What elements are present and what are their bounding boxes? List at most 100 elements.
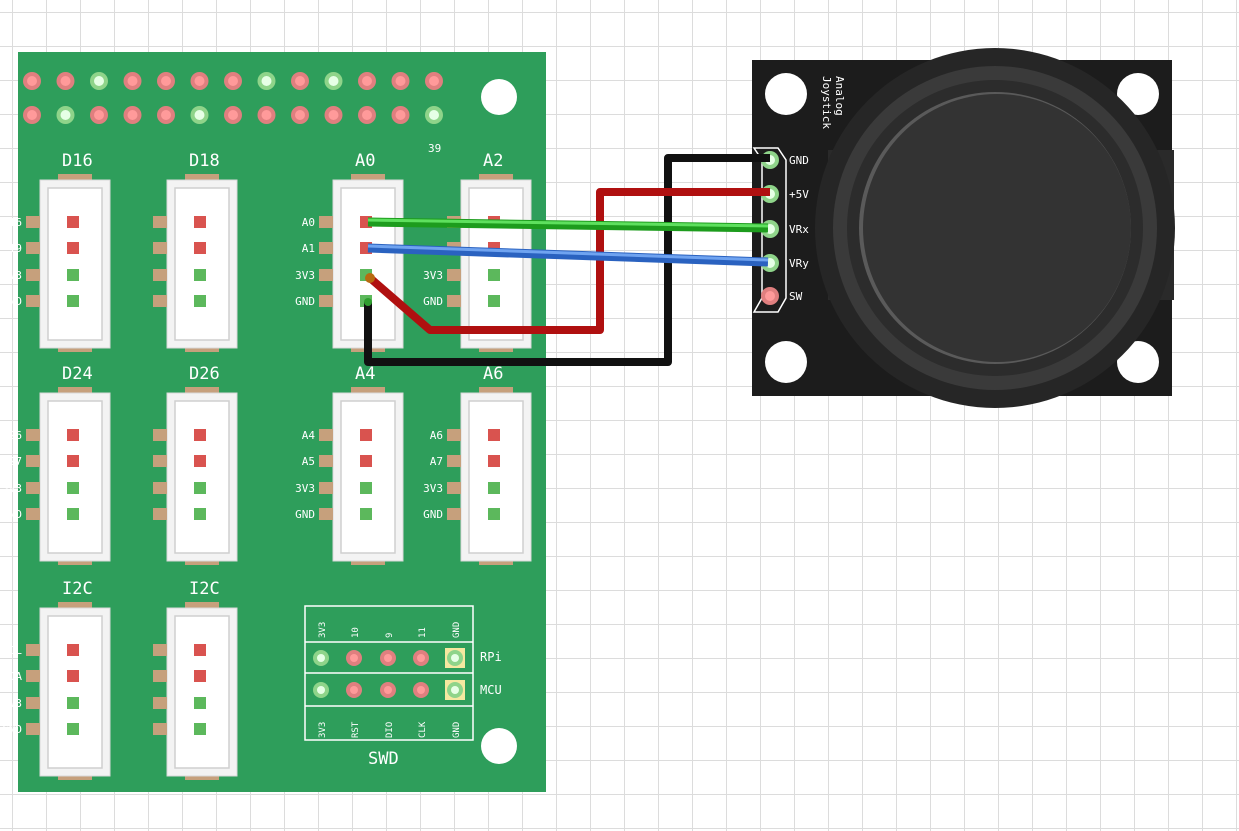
connector-pin-label: A0 bbox=[302, 216, 315, 229]
wire-vry[interactable] bbox=[367, 243, 769, 267]
connector-pin[interactable] bbox=[67, 216, 79, 228]
connector-pin[interactable] bbox=[194, 295, 206, 307]
connector-lead bbox=[26, 482, 40, 494]
connector-lead bbox=[319, 482, 333, 494]
connector-pin[interactable] bbox=[488, 295, 500, 307]
connector-pin[interactable] bbox=[67, 429, 79, 441]
connector-pin[interactable] bbox=[67, 482, 79, 494]
swd-row-label-mcu: MCU bbox=[480, 683, 502, 697]
wires bbox=[364, 154, 770, 366]
connector-pin[interactable] bbox=[360, 429, 372, 441]
connector-pin[interactable] bbox=[194, 429, 206, 441]
header-pin-center bbox=[60, 76, 71, 86]
connector-latch bbox=[185, 602, 219, 610]
connector-lead bbox=[153, 670, 167, 682]
wire-vrx-highlight bbox=[367, 218, 769, 228]
swd-pin-center bbox=[384, 654, 392, 662]
wire-5v[interactable] bbox=[367, 188, 770, 334]
connector-pin[interactable] bbox=[67, 242, 79, 254]
connector-title: D24 bbox=[62, 364, 93, 384]
connector-latch bbox=[58, 602, 92, 610]
connector-pin[interactable] bbox=[194, 455, 206, 467]
connector-lead bbox=[447, 295, 461, 307]
connector-pin[interactable] bbox=[360, 508, 372, 520]
connector-pin[interactable] bbox=[194, 723, 206, 735]
connector-pin-label: 3V3 bbox=[423, 482, 443, 495]
connector-i2c[interactable]: I2C bbox=[153, 579, 238, 780]
connector-d18[interactable]: D18 bbox=[153, 151, 238, 352]
connector-lead bbox=[26, 670, 40, 682]
header-pin-center bbox=[228, 76, 238, 86]
wire-vrx[interactable] bbox=[367, 217, 769, 233]
connector-pin[interactable] bbox=[194, 508, 206, 520]
connector-pin[interactable] bbox=[67, 295, 79, 307]
connector-lead bbox=[447, 455, 461, 467]
connector-pin[interactable] bbox=[488, 508, 500, 520]
connector-lead bbox=[153, 508, 167, 520]
connector-pin[interactable] bbox=[67, 455, 79, 467]
swd-title: SWD bbox=[368, 749, 399, 769]
connector-pin[interactable] bbox=[488, 455, 500, 467]
connector-pin[interactable] bbox=[67, 508, 79, 520]
wire-gnd[interactable] bbox=[364, 154, 770, 366]
swd-bottom-label: 3V3 bbox=[318, 722, 328, 738]
connector-pin[interactable] bbox=[194, 242, 206, 254]
connector-inner bbox=[174, 400, 230, 554]
connector-pin-label: 19 bbox=[9, 242, 22, 255]
connector-pin[interactable] bbox=[194, 697, 206, 709]
connector-inner bbox=[468, 187, 524, 341]
connector-pin[interactable] bbox=[360, 482, 372, 494]
joystick-pin-label: GND bbox=[789, 154, 809, 167]
swd-pin-center bbox=[451, 686, 459, 694]
connector-d26[interactable]: D26 bbox=[153, 364, 238, 565]
header-pin-center bbox=[228, 110, 238, 120]
connector-pin[interactable] bbox=[488, 269, 500, 281]
connector-pin[interactable] bbox=[67, 644, 79, 656]
header-pin-center bbox=[194, 110, 205, 120]
connector-inner bbox=[174, 615, 230, 769]
joystick-title: Analog Joystick bbox=[820, 76, 846, 129]
connector-pin[interactable] bbox=[67, 670, 79, 682]
header-pin-center bbox=[328, 76, 339, 86]
connector-title: A2 bbox=[483, 151, 503, 171]
connector-lead bbox=[153, 644, 167, 656]
connector-pin-label: GND bbox=[295, 508, 315, 521]
connector-pin[interactable] bbox=[67, 723, 79, 735]
swd-bottom-label: GND bbox=[452, 722, 462, 738]
joystick-cap[interactable] bbox=[863, 94, 1131, 362]
connector-inner bbox=[47, 400, 103, 554]
connector-pin[interactable] bbox=[360, 455, 372, 467]
joystick-title-line1: Analog bbox=[833, 76, 846, 116]
connector-lead bbox=[447, 508, 461, 520]
connector-lead bbox=[319, 216, 333, 228]
connector-pin[interactable] bbox=[488, 429, 500, 441]
connector-lead bbox=[319, 429, 333, 441]
connector-pin[interactable] bbox=[194, 482, 206, 494]
swd-pin-center bbox=[350, 686, 358, 694]
connector-pin[interactable] bbox=[194, 216, 206, 228]
connector-pin-label: 3V3 bbox=[2, 697, 22, 710]
connector-pin[interactable] bbox=[67, 697, 79, 709]
connector-pin-label: GND bbox=[423, 295, 443, 308]
joystick-pin-label: SW bbox=[789, 290, 803, 303]
swd-bottom-label: RST bbox=[351, 721, 361, 738]
connector-pin[interactable] bbox=[194, 670, 206, 682]
connector-pin[interactable] bbox=[67, 269, 79, 281]
connector-pin[interactable] bbox=[488, 482, 500, 494]
connector-pin[interactable] bbox=[194, 644, 206, 656]
connector-pin[interactable] bbox=[194, 269, 206, 281]
header-pin-center bbox=[161, 110, 171, 120]
connector-lead bbox=[153, 455, 167, 467]
connector-latch bbox=[185, 174, 219, 182]
header-pin-center bbox=[429, 76, 439, 86]
